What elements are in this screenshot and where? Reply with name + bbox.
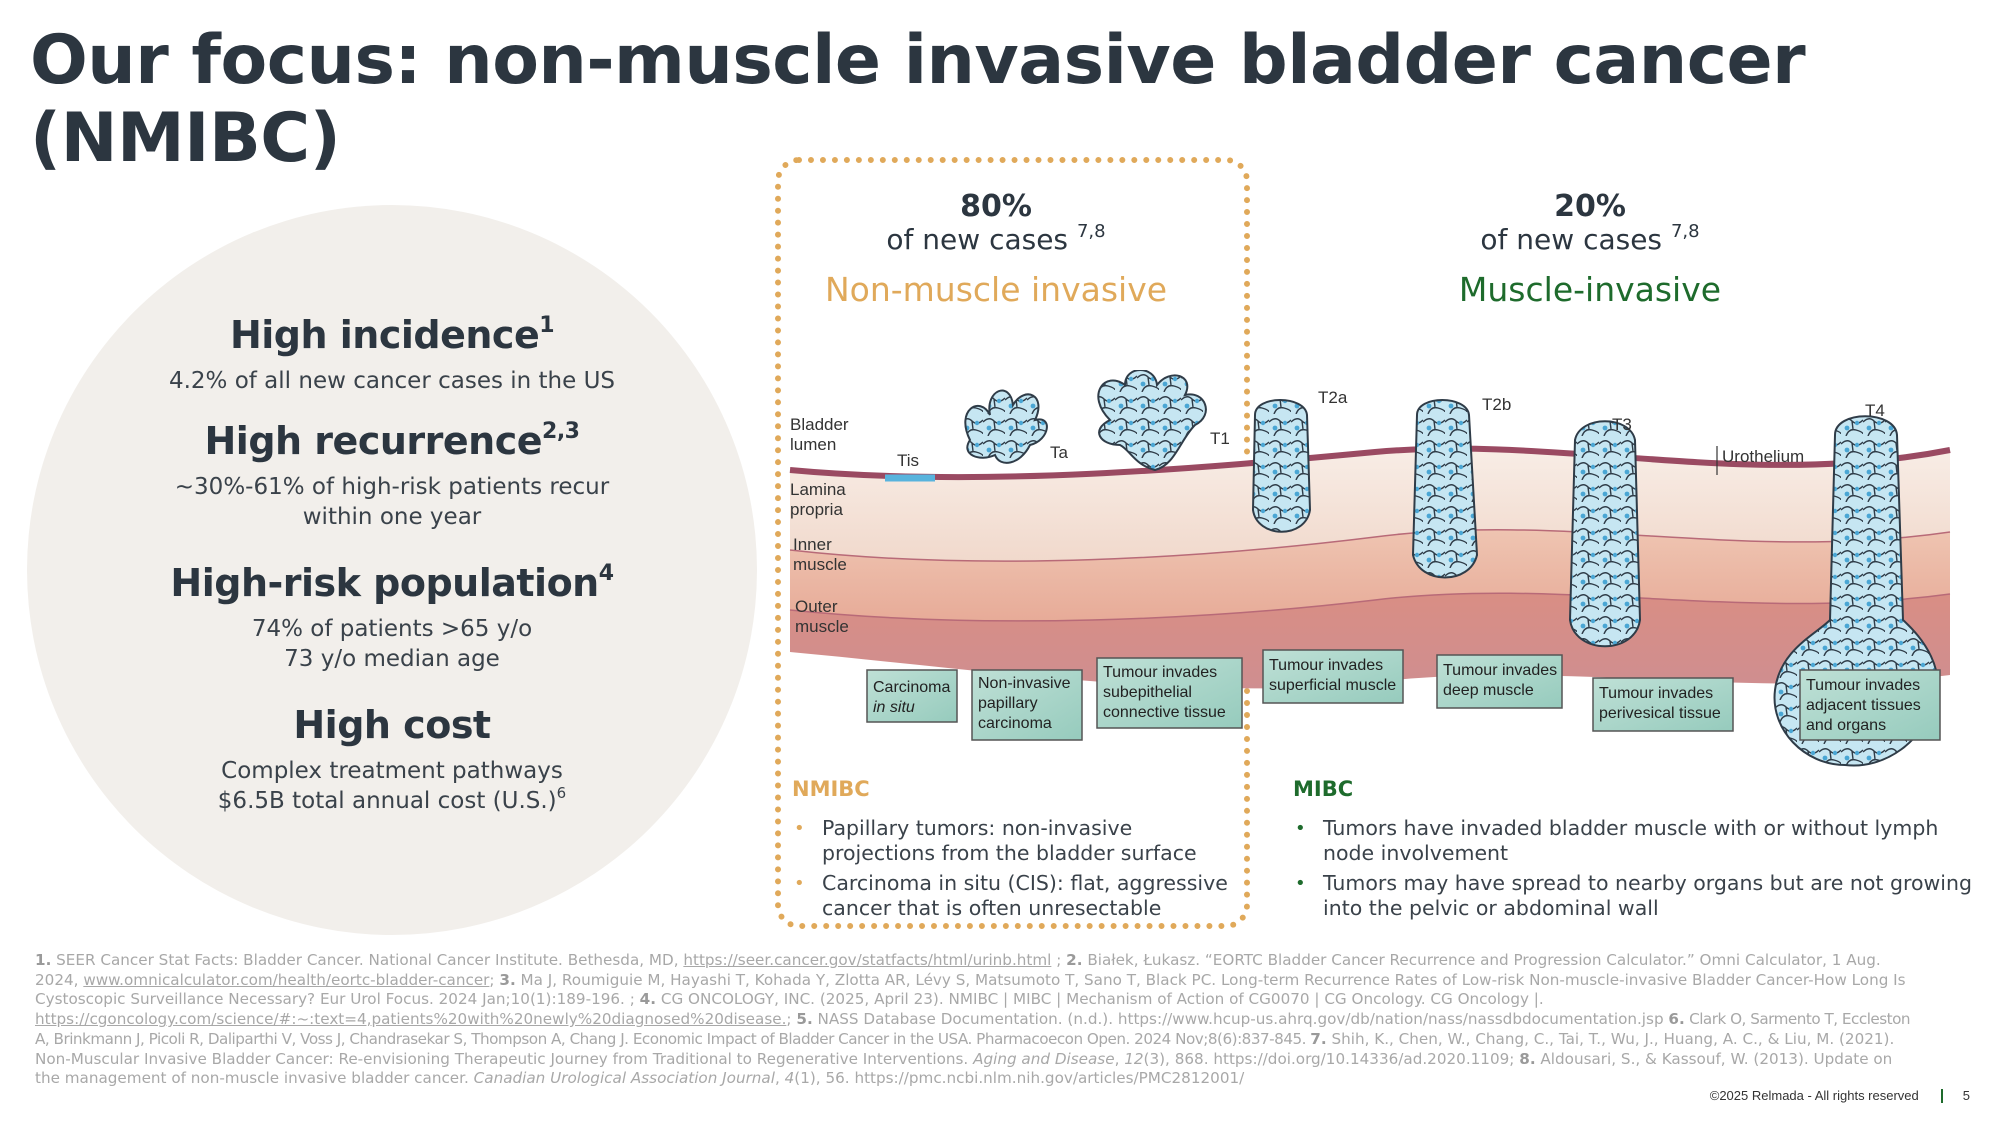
slide-footer: ©2025 Relmada - All rights reserved 5	[1710, 1088, 1970, 1103]
nmi-percentage: 80%	[960, 189, 1032, 224]
nmi-share-block: 80% of new cases 7,8 Non-muscle invasive	[776, 190, 1216, 310]
footnote-ref: 6	[556, 784, 567, 802]
nmibc-heading: NMIBC	[792, 777, 870, 801]
mibc-bullets: Tumors have invaded bladder muscle with …	[1293, 816, 1973, 921]
stat-heading: High cost	[293, 703, 491, 747]
reference-link[interactable]: www.omnicalculator.com/health/eortc-blad…	[83, 970, 490, 989]
stat-high-cost: High cost Complex treatment pathways$6.5…	[27, 702, 757, 816]
nmibc-bullets: Papillary tumors: non-invasive projectio…	[792, 816, 1242, 921]
nmi-cases-label: of new cases 7,8	[886, 221, 1106, 256]
nmi-type-label: Non-muscle invasive	[824, 270, 1168, 309]
footnote-ref: 7,8	[1670, 221, 1700, 242]
stage-label-t3: T3	[1612, 415, 1632, 434]
box-non-invasive-papillary	[971, 669, 1083, 741]
inner-muscle-layer	[790, 527, 1950, 621]
stat-text: Complex treatment pathways$6.5B total an…	[217, 758, 567, 814]
footnote-ref: 2,3	[542, 419, 580, 444]
stat-high-incidence: High incidence1 4.2% of all new cancer c…	[27, 312, 757, 396]
stage-label-t1: T1	[1210, 429, 1230, 448]
t2b-tumour	[1411, 399, 1479, 579]
copyright: ©2025 Relmada - All rights reserved	[1709, 1088, 1919, 1103]
t3-tumour	[1568, 420, 1642, 648]
nmibc-section: NMIBC Papillary tumors: non-invasive pro…	[792, 776, 1242, 926]
stat-heading: High incidence1	[229, 313, 555, 357]
stage-label-t2a: T2a	[1318, 388, 1348, 407]
stat-text: 4.2% of all new cancer cases in the US	[168, 368, 616, 394]
urothelium-label: Urothelium	[1722, 447, 1804, 466]
list-item: Tumors have invaded bladder muscle with …	[1293, 816, 1973, 866]
box-adjacent-tissues	[1799, 669, 1941, 741]
list-item: Carcinoma in situ (CIS): flat, aggressiv…	[792, 871, 1242, 921]
box-perivesical	[1592, 677, 1734, 732]
ta-tumour	[964, 389, 1048, 464]
stat-heading: High recurrence2,3	[204, 419, 581, 463]
stat-heading: High-risk population4	[170, 561, 614, 605]
box-subepithelial	[1096, 657, 1243, 729]
reference-link[interactable]: https://seer.cancer.gov/statfacts/html/u…	[683, 951, 1052, 969]
mibc-section: MIBC Tumors have invaded bladder muscle …	[1293, 776, 1973, 926]
t1-tumour	[1097, 370, 1207, 472]
page-number: 5	[1962, 1088, 1970, 1103]
footer-divider	[1940, 1088, 1943, 1103]
list-item: Papillary tumors: non-invasive projectio…	[792, 816, 1242, 866]
box-superficial-muscle	[1262, 649, 1404, 704]
references: 1. SEER Cancer Stat Facts: Bladder Cance…	[35, 951, 1911, 1088]
stat-high-recurrence: High recurrence2,3 ~30%-61% of high-risk…	[27, 418, 757, 532]
reference-link[interactable]: https://cgoncology.com/science/#:~:text=…	[35, 1010, 787, 1029]
key-stats-circle	[27, 205, 757, 935]
stage-label-tis: Tis	[897, 451, 919, 470]
page-title: Our focus: non-muscle invasive bladder c…	[30, 21, 1806, 178]
mi-percentage: 20%	[1554, 189, 1626, 224]
box-carcinoma-in-situ	[866, 669, 958, 723]
outer-muscle-layer	[790, 591, 1950, 689]
mi-type-label: Muscle-invasive	[1458, 270, 1722, 309]
t2a-tumour	[1251, 399, 1312, 533]
stage-label-ta: Ta	[1050, 443, 1069, 462]
stage-label-t4: T4	[1865, 401, 1885, 420]
list-item: Tumors may have spread to nearby organs …	[1293, 871, 1973, 921]
box-deep-muscle	[1436, 654, 1563, 709]
urothelium-line	[789, 445, 1951, 481]
stage-label-t2b: T2b	[1482, 395, 1511, 414]
mi-share-block: 20% of new cases 7,8 Muscle-invasive	[1370, 190, 1810, 310]
footnote-ref: 7,8	[1076, 221, 1106, 242]
stat-high-risk-population: High-risk population4 74% of patients >6…	[27, 560, 757, 674]
mibc-heading: MIBC	[1293, 777, 1354, 801]
mi-cases-label: of new cases 7,8	[1480, 221, 1700, 256]
footnote-ref: 4	[598, 561, 614, 586]
footnote-ref: 1	[539, 313, 555, 338]
